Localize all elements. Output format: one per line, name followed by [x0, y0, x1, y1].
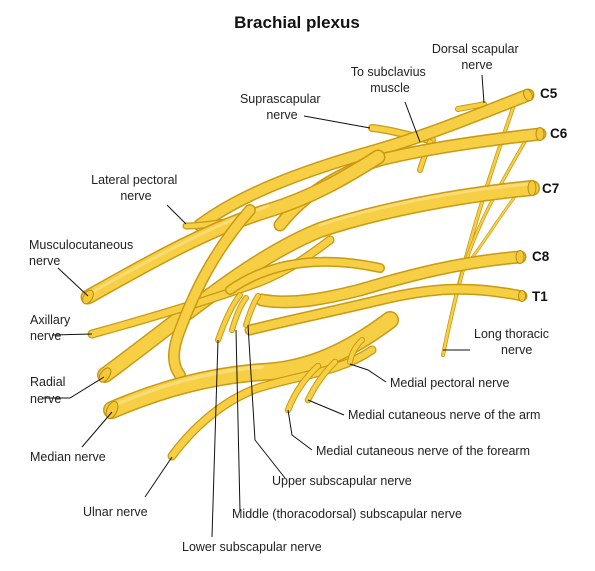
- middle-trunk: [97, 180, 540, 383]
- diagram-title: Brachial plexus: [234, 13, 360, 32]
- label-upper-subscapular-nerve: Upper subscapular nerve: [272, 474, 412, 488]
- nerve-illustration: [80, 88, 547, 461]
- label-lateral-pectoral-nerve: Lateral pectoral nerve: [91, 173, 181, 203]
- label-medial-cutaneous-nerve-forearm: Medial cutaneous nerve of the forearm: [316, 444, 530, 458]
- medial-branches: [284, 337, 365, 414]
- label-median-nerve: Median nerve: [30, 450, 106, 464]
- label-medial-pectoral-nerve: Medial pectoral nerve: [390, 376, 510, 390]
- label-lower-subscapular-nerve: Lower subscapular nerve: [182, 540, 322, 554]
- label-to-subclavius-muscle: To subclavius muscle: [351, 65, 430, 95]
- root-label-c6: C6: [550, 126, 568, 141]
- dorsal-scapular-nerve: [455, 101, 487, 112]
- median-nerve-path: [103, 311, 399, 419]
- root-label-c7: C7: [542, 181, 559, 196]
- lateral-root-median: [168, 204, 256, 381]
- axillary-nerve-path: [87, 235, 335, 339]
- label-ulnar-nerve: Ulnar nerve: [83, 505, 148, 519]
- leader-lines: [42, 74, 485, 538]
- root-label-t1: T1: [532, 289, 548, 304]
- label-suprascapular-nerve: Suprascapular nerve: [240, 92, 324, 122]
- root-label-c8: C8: [532, 249, 550, 264]
- lower-trunk: [225, 250, 528, 336]
- ulnar-nerve-path: [167, 345, 377, 461]
- label-dorsal-scapular-nerve: Dorsal scapular nerve: [432, 42, 522, 72]
- label-axillary-nerve: Axillary nerve: [30, 313, 74, 343]
- label-medial-cutaneous-nerve-arm: Medial cutaneous nerve of the arm: [348, 408, 540, 422]
- subscapular-branches: [215, 292, 261, 343]
- label-middle-subscapular-nerve: Middle (thoracodorsal) subscapular nerve: [232, 507, 462, 521]
- label-radial-nerve: Radial nerve: [30, 375, 69, 406]
- label-long-thoracic-nerve: Long thoracic nerve: [474, 327, 553, 357]
- root-label-c5: C5: [540, 86, 558, 101]
- label-musculocutaneous-nerve: Musculocutaneous nerve: [29, 238, 137, 268]
